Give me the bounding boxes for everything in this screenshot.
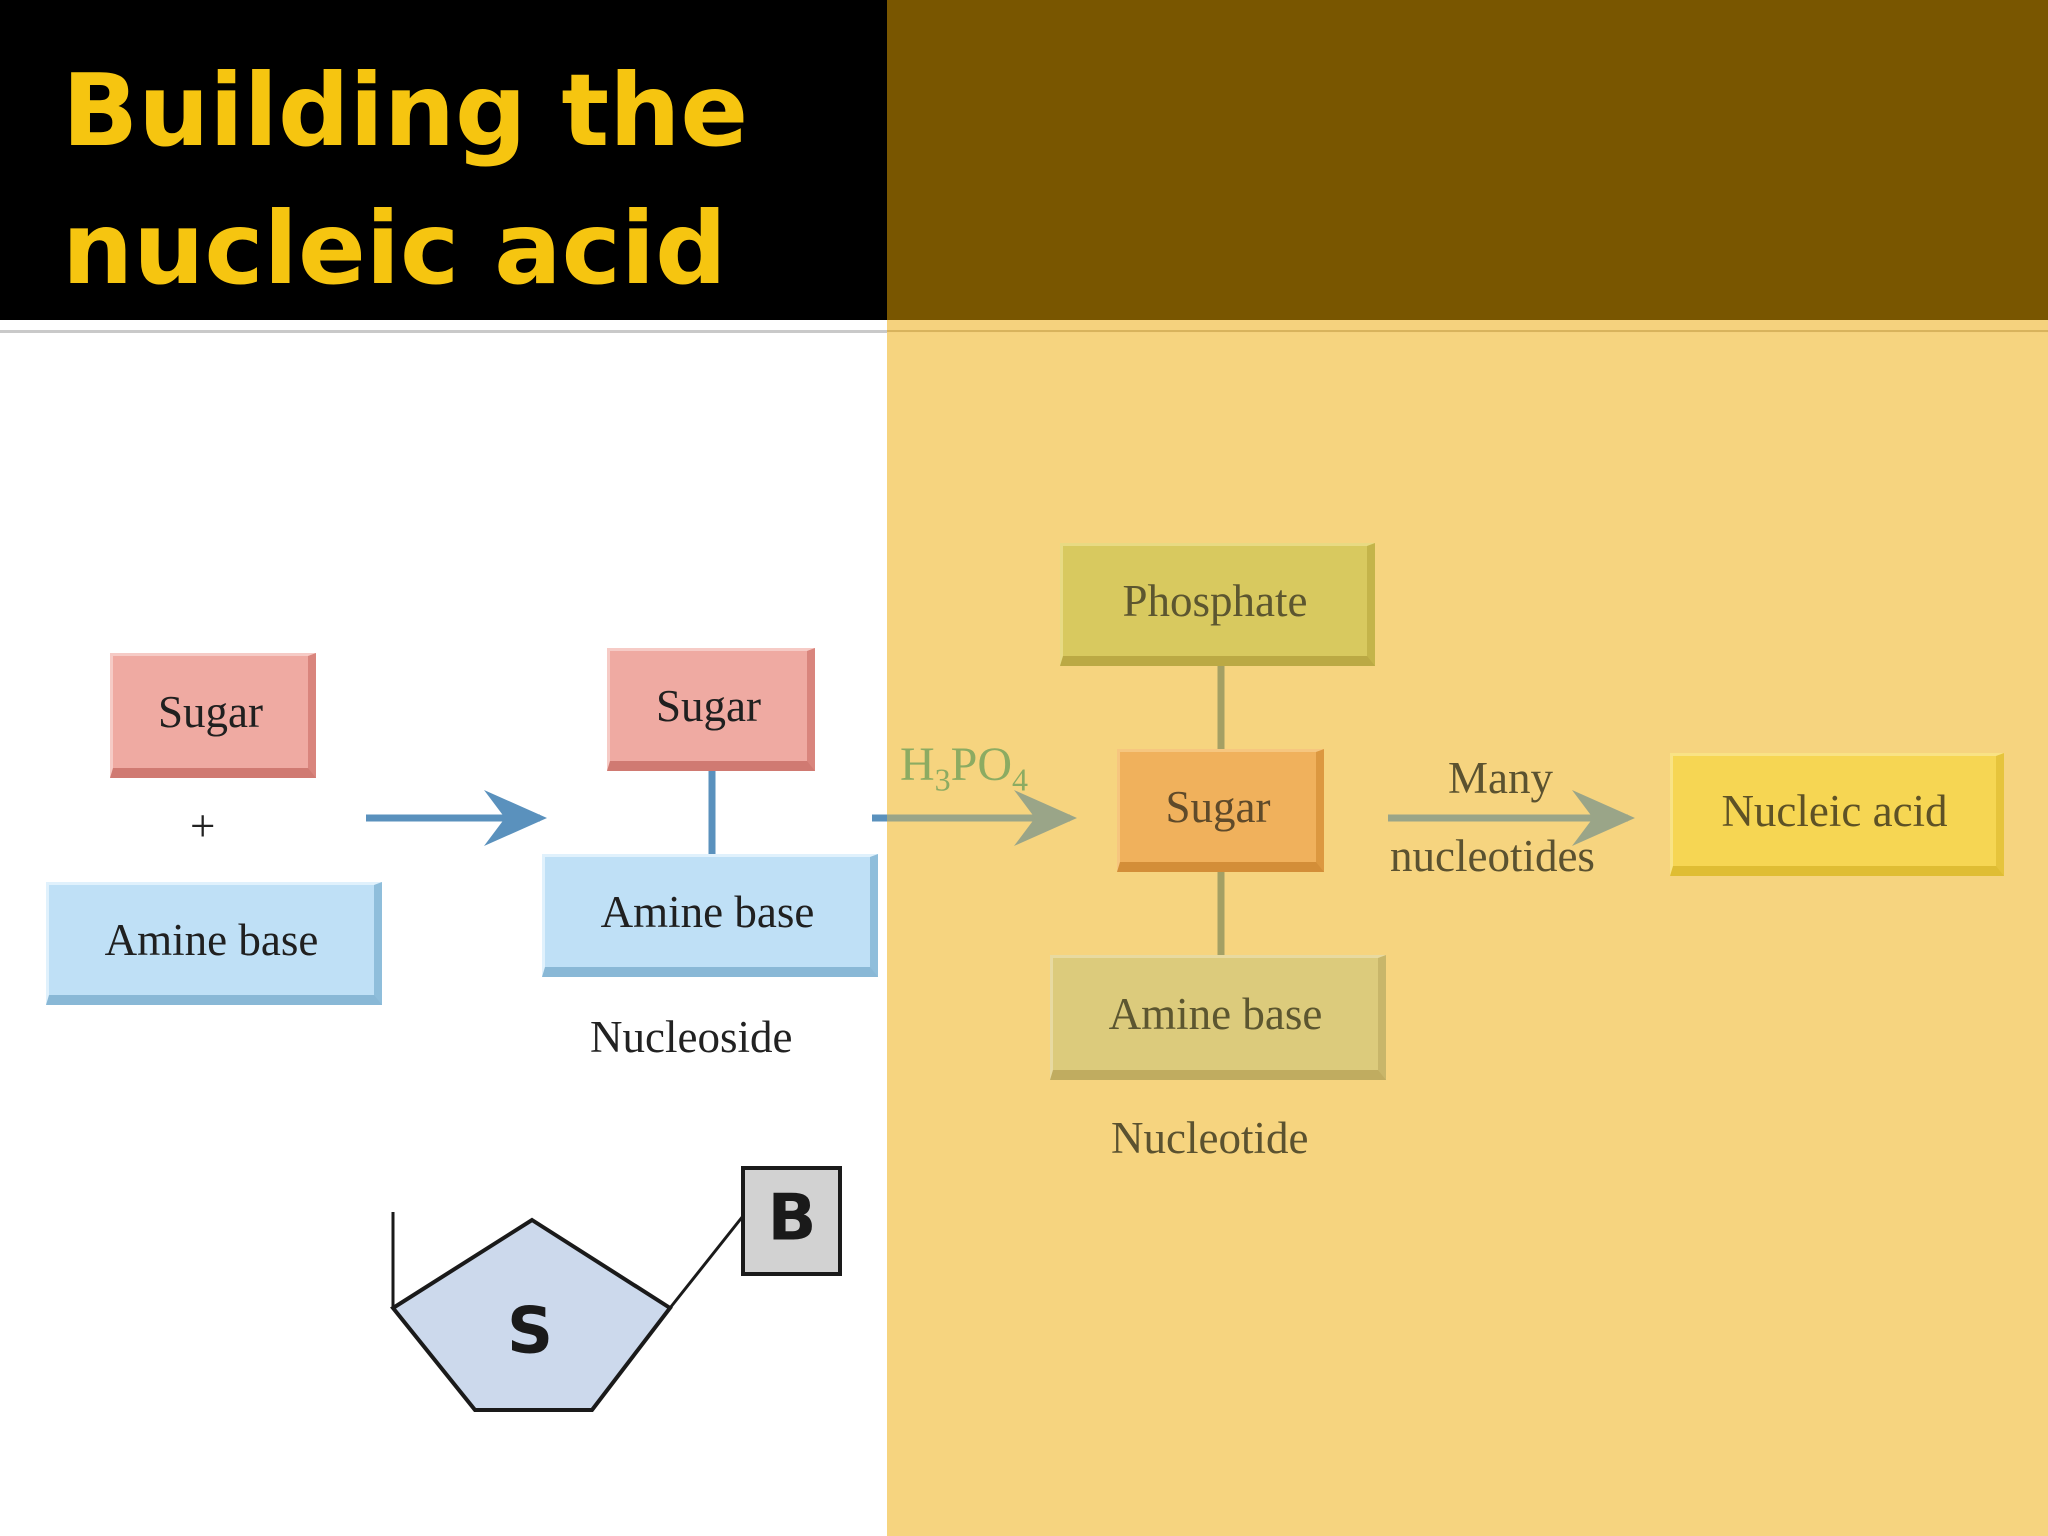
sugar-letter: S [507,1295,553,1369]
nucleoside-caption: Nucleoside [590,1012,793,1062]
many-label: Many [1448,753,1553,803]
title-bar [0,0,887,320]
h3po4-po-sub: 4 [1012,761,1029,798]
nucleoside-sugar-label: Sugar [656,681,761,731]
header-accent-block [887,0,2048,320]
nucleotide-caption: Nucleotide [1111,1113,1309,1163]
right-panel [887,333,2048,1536]
bond-line [668,1215,745,1309]
divider-line-right [887,320,2048,333]
divider-line [0,330,887,333]
sugar-label: Sugar [158,687,263,737]
phosphate-label: Phosphate [1122,576,1308,626]
nucleotide-sugar-box: Sugar [1117,749,1324,872]
h3po4-h-sub: 3 [934,761,951,798]
slide-title: Building the nucleic acid [62,42,748,318]
sugar-box: Sugar [110,653,316,778]
h3po4-po: PO [950,738,1013,791]
nucleotide-amine-label: Amine base [1108,989,1323,1039]
plus-sign: + [190,801,216,851]
amine-base-label: Amine base [104,915,319,965]
nucleoside-sugar-box: Sugar [607,648,815,771]
nucleoside-amine-box: Amine base [542,854,878,977]
sugar-pentagon [390,1217,673,1412]
nucleoside-amine-label: Amine base [600,887,815,937]
title-line-2: nucleic acid [62,190,727,307]
nucleic-acid-label: Nucleic acid [1721,786,1948,836]
nucleic-acid-box: Nucleic acid [1670,753,2004,876]
nucleotide-amine-box: Amine base [1050,955,1386,1080]
phosphate-box: Phosphate [1060,543,1375,666]
nucleotide-schematic: S B [390,1166,842,1412]
h3po4-label: H3PO4 [900,737,1028,799]
amine-base-box: Amine base [46,882,382,1005]
base-letter: B [768,1182,817,1256]
base-square [741,1166,842,1276]
h3po4-h: H [900,738,935,791]
nucleotide-sugar-label: Sugar [1165,782,1271,832]
nucleotides-label: nucleotides [1390,831,1595,881]
title-line-1: Building the [62,52,749,169]
